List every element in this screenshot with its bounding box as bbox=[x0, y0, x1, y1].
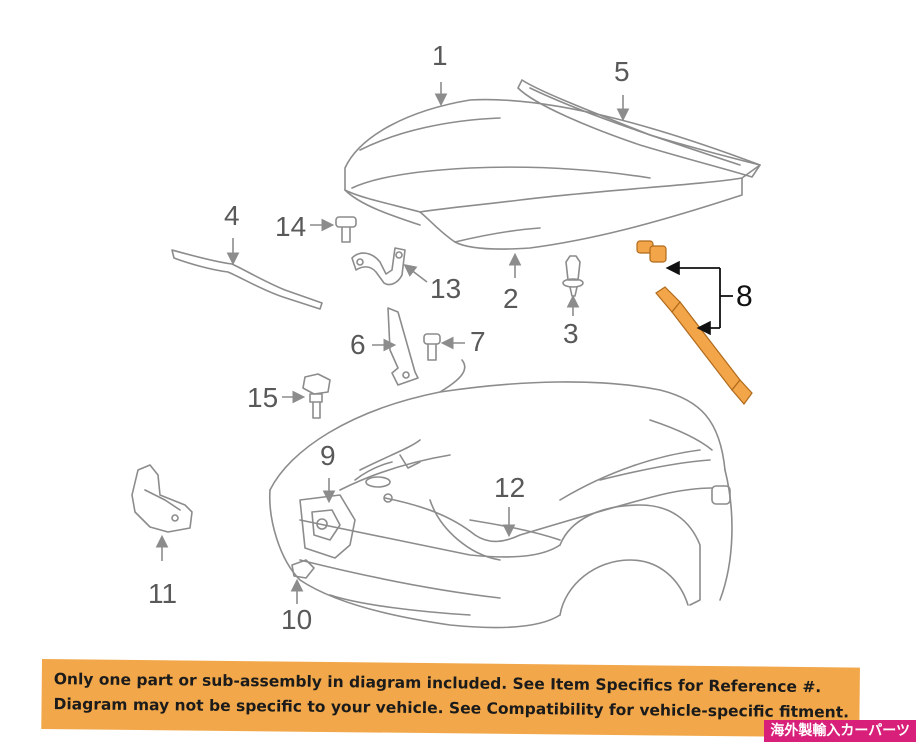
hinge-bracket bbox=[351, 247, 406, 286]
callout-12: 12 bbox=[494, 472, 526, 503]
callout-8: 8 bbox=[736, 280, 753, 313]
callout-4: 4 bbox=[224, 200, 240, 231]
hood-seal bbox=[517, 79, 761, 178]
support-rod bbox=[171, 249, 323, 310]
callout-14: 14 bbox=[275, 211, 307, 242]
callout-3: 3 bbox=[563, 318, 579, 349]
car-body bbox=[268, 359, 733, 629]
callout-9: 9 bbox=[320, 440, 336, 471]
clip-3 bbox=[562, 255, 584, 297]
bolt-7 bbox=[423, 333, 441, 361]
bolt-14 bbox=[335, 216, 357, 243]
callout-10: 10 bbox=[281, 604, 313, 635]
leader-lines bbox=[155, 82, 630, 604]
bumper-stop bbox=[291, 559, 315, 579]
disclaimer-banner: Only one part or sub-assembly in diagram… bbox=[41, 659, 860, 738]
highlighted-parts bbox=[636, 240, 753, 405]
ball-stud bbox=[636, 240, 667, 263]
bolt-15 bbox=[302, 373, 331, 419]
callout-1: 1 bbox=[432, 40, 448, 71]
hood-panel bbox=[344, 98, 761, 250]
callout-7: 7 bbox=[470, 326, 486, 357]
hood-hinge bbox=[387, 307, 419, 386]
shop-watermark: 海外製輸入カーパーツ bbox=[764, 720, 916, 742]
callout-2: 2 bbox=[503, 283, 519, 314]
leader-8 bbox=[665, 260, 733, 336]
release-cable bbox=[383, 485, 731, 543]
callout-13: 13 bbox=[430, 273, 462, 304]
callout-11: 11 bbox=[148, 578, 178, 609]
bracket-11 bbox=[131, 464, 193, 533]
callout-15: 15 bbox=[247, 382, 279, 413]
lift-support-strut bbox=[655, 286, 753, 405]
callout-6: 6 bbox=[350, 329, 366, 360]
callout-5: 5 bbox=[614, 56, 630, 87]
hood-latch bbox=[299, 494, 356, 559]
